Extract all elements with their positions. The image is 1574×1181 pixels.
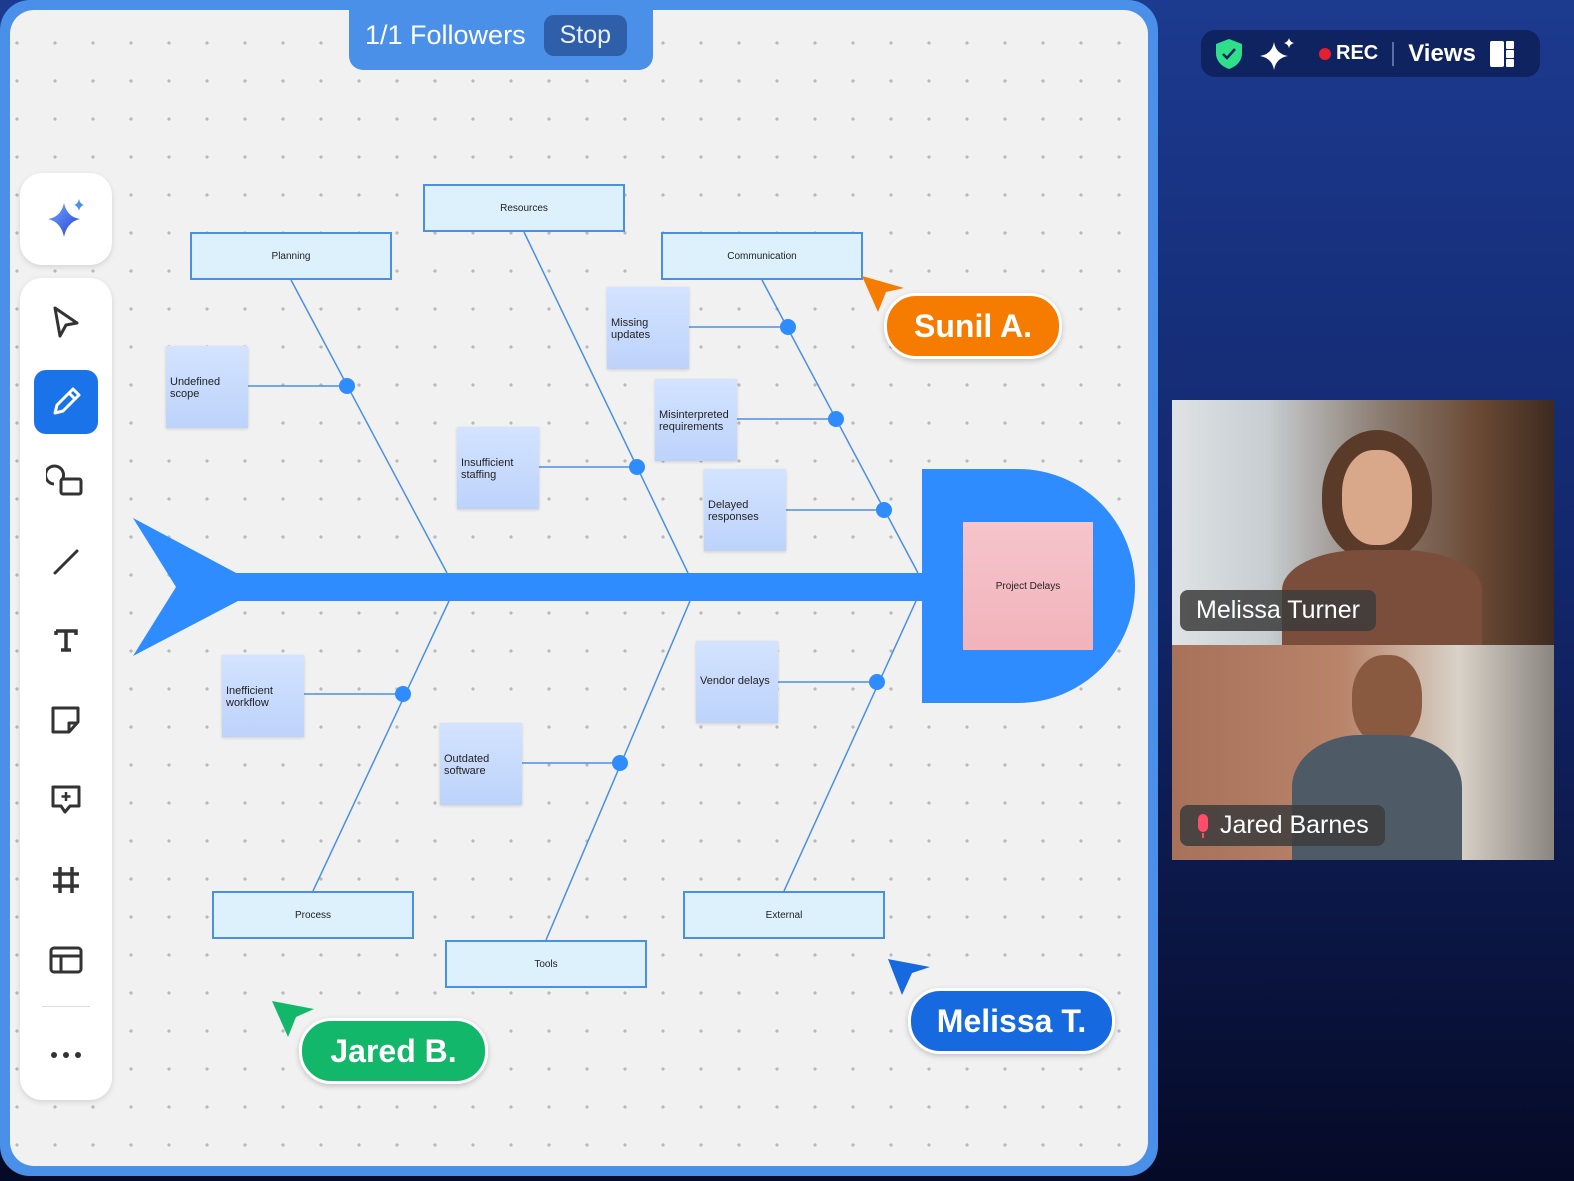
select-tool[interactable] xyxy=(34,290,98,354)
video-tile-melissa[interactable]: Melissa Turner xyxy=(1172,400,1554,645)
toolbar-divider xyxy=(42,1006,90,1007)
problem-note[interactable]: Project Delays xyxy=(963,522,1093,650)
cursor-arrow-icon xyxy=(272,1001,314,1037)
ai-sparkle-icon[interactable] xyxy=(34,187,98,251)
cursor-arrow-icon xyxy=(53,306,79,338)
cursor-label-sunil: Sunil A. xyxy=(884,293,1062,359)
cause-note[interactable]: Insufficient staffing xyxy=(457,427,539,509)
text-tool[interactable] xyxy=(34,608,98,672)
fishbone-tail xyxy=(133,518,238,656)
category-label[interactable]: External xyxy=(683,891,885,939)
cause-note[interactable]: Misinterpreted requirements xyxy=(655,379,737,461)
stop-button[interactable]: Stop xyxy=(543,14,628,56)
category-label[interactable]: Planning xyxy=(190,232,392,280)
text-icon xyxy=(54,629,78,652)
tool-panel xyxy=(20,278,112,1100)
frame-icon xyxy=(53,867,79,893)
microphone-muted-icon xyxy=(1198,813,1208,838)
fishbone-spine xyxy=(225,573,922,601)
pen-tool[interactable] xyxy=(34,370,98,434)
line-tool[interactable] xyxy=(34,530,98,594)
shapes-tool[interactable] xyxy=(34,450,98,514)
comment-tool[interactable] xyxy=(34,768,98,832)
comment-add-icon xyxy=(51,785,81,814)
cause-note[interactable]: Vendor delays xyxy=(696,641,778,723)
sparkle-icon[interactable] xyxy=(1259,37,1297,71)
participant-name-tag: Jared Barnes xyxy=(1180,805,1385,846)
more-tools-button[interactable] xyxy=(34,1023,98,1087)
frame-tool[interactable] xyxy=(34,848,98,912)
meeting-top-bar: REC Views xyxy=(1201,30,1540,77)
cause-note[interactable]: Outdated software xyxy=(440,723,522,805)
shield-check-icon[interactable] xyxy=(1213,37,1245,71)
category-label[interactable]: Resources xyxy=(423,184,625,232)
layout-icon[interactable] xyxy=(1489,40,1514,67)
cause-note[interactable]: Missing updates xyxy=(607,287,689,369)
video-tile-jared[interactable]: Jared Barnes xyxy=(1172,645,1554,860)
cursor-arrow-icon xyxy=(862,276,904,312)
category-label[interactable]: Tools xyxy=(445,940,647,988)
more-icon xyxy=(51,1052,81,1058)
category-label[interactable]: Process xyxy=(212,891,414,939)
cause-note[interactable]: Delayed responses xyxy=(704,469,786,551)
cursor-arrow-icon xyxy=(888,959,930,995)
followers-bar: 1/1 Followers Stop xyxy=(349,0,653,70)
record-dot-icon xyxy=(1319,47,1331,60)
template-icon xyxy=(49,946,83,974)
recording-indicator: REC xyxy=(1319,42,1378,65)
line-icon xyxy=(53,549,79,575)
participant-name-tag: Melissa Turner xyxy=(1180,590,1376,631)
divider xyxy=(1392,41,1395,66)
ai-assistant-panel xyxy=(20,173,112,265)
cursor-label-jared: Jared B. xyxy=(299,1018,488,1084)
participant-video xyxy=(1352,655,1422,745)
cause-note[interactable]: Undefined scope xyxy=(166,346,248,428)
shapes-icon xyxy=(46,464,83,496)
followers-label: 1/1 Followers xyxy=(365,19,526,50)
sticky-note-icon xyxy=(51,706,80,734)
rec-label: REC xyxy=(1336,42,1379,64)
participant-face xyxy=(1342,450,1412,545)
cause-note[interactable]: Inefficient workflow xyxy=(222,655,304,737)
sticky-note-tool[interactable] xyxy=(34,688,98,752)
participant-name: Melissa Turner xyxy=(1196,596,1360,624)
connector-dots xyxy=(339,319,892,771)
views-button[interactable]: Views xyxy=(1408,39,1476,67)
pencil-icon xyxy=(53,387,81,415)
cursor-label-melissa: Melissa T. xyxy=(908,988,1115,1054)
template-tool[interactable] xyxy=(34,928,98,992)
participant-name: Jared Barnes xyxy=(1220,811,1369,839)
category-label[interactable]: Communication xyxy=(661,232,863,280)
